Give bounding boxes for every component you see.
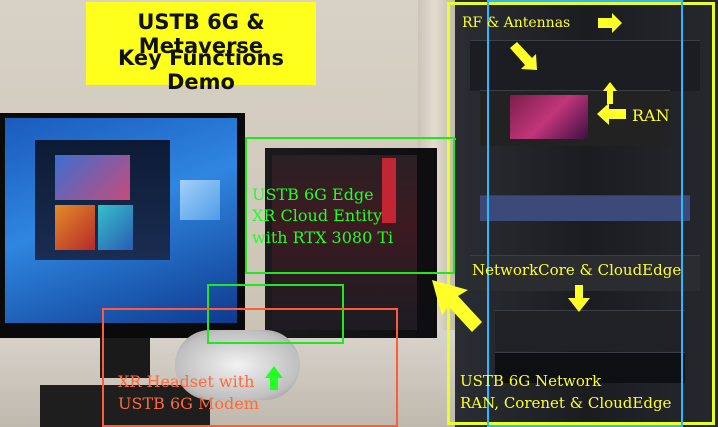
game-tile-image <box>98 205 133 250</box>
arrow-down-icon <box>568 285 590 312</box>
game-tile-image <box>55 205 95 250</box>
networkcore-label: NetworkCore & CloudEdge <box>472 261 682 279</box>
monitor-stand <box>100 338 150 378</box>
arrow-right-icon <box>598 13 622 33</box>
keyboard <box>40 385 210 427</box>
headset-label-line-1: XR Headset with <box>118 372 255 391</box>
arrow-down-right-icon <box>510 42 537 70</box>
cabinet-highlight-box <box>487 0 683 427</box>
rack-bottom-unit <box>495 352 685 383</box>
headset-label-line-2: USTB 6G Modem <box>118 394 259 413</box>
arrow-left-icon <box>597 103 626 125</box>
ran-display <box>510 95 588 139</box>
network-highlight-box <box>447 2 715 425</box>
ran-label: RAN <box>632 106 670 125</box>
title-line-2: Key Functions Demo <box>118 46 284 94</box>
arrow-up-green-icon <box>265 366 283 390</box>
arrow-up-icon <box>603 82 617 104</box>
edge-highlight-box <box>245 137 455 274</box>
game-banner-image <box>55 155 130 200</box>
edge-label-line-2: XR Cloud Entity <box>252 206 383 225</box>
edge-label-line-1: USTB 6G Edge <box>252 185 374 204</box>
xr-headset <box>175 330 300 400</box>
network-label-line-2: RAN, Corenet & CloudEdge <box>460 394 672 412</box>
cloudedge-server <box>495 310 685 351</box>
windows-logo <box>180 180 220 220</box>
title-box: USTB 6G & Metaverse Key Functions Demo <box>86 2 316 94</box>
edge-label-line-3: with RTX 3080 Ti <box>252 228 394 247</box>
network-label-line-1: USTB 6G Network <box>460 372 602 390</box>
headset-highlight-box <box>102 308 398 427</box>
arrow-up-left-icon <box>432 280 482 332</box>
networkcore-server <box>470 255 700 291</box>
rf-antenna-unit <box>470 40 700 91</box>
network-switch <box>480 195 690 221</box>
modem-highlight-box <box>207 284 344 344</box>
pc-led-strip <box>382 158 396 223</box>
title-line-1: USTB 6G & Metaverse <box>137 10 265 58</box>
rf-antennas-label: RF & Antennas <box>462 15 571 31</box>
